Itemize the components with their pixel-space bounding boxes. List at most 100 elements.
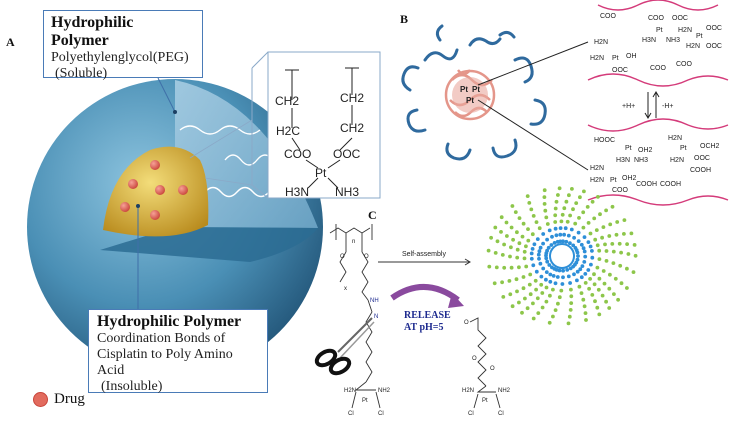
- micelle-dot: [539, 282, 544, 287]
- micelle-dot: [568, 213, 572, 218]
- micelle-dot: [511, 237, 515, 242]
- ch2-label: CH2: [340, 121, 364, 135]
- micelle-dot: [558, 232, 563, 237]
- micelle-dot: [547, 263, 552, 267]
- nh2-label: NH2: [498, 388, 511, 394]
- micelle-dot: [579, 291, 584, 295]
- top-label-box: Hydrophilic Polymer Polyethylenglycol(PE…: [43, 10, 203, 81]
- zoom-line: [477, 99, 589, 171]
- pt-label: Pt: [362, 398, 368, 404]
- micelle-dot: [544, 299, 549, 304]
- micelle-dot: [578, 267, 583, 272]
- release-label: AT pH=5: [404, 322, 444, 333]
- micelle-dot: [566, 233, 571, 238]
- micelle-dot: [531, 263, 536, 268]
- micelle-dot: [529, 207, 534, 212]
- micelle-dot: [509, 245, 513, 250]
- micelle-dot: [568, 266, 573, 271]
- micelle-dot: [626, 252, 631, 256]
- self-assembly-label: Self-assembly: [402, 251, 446, 258]
- micelle-dot: [559, 219, 564, 224]
- micelle-dot: [598, 212, 602, 217]
- micelle-dot: [507, 279, 512, 283]
- micelle-dot: [607, 286, 612, 291]
- micelle-dot: [540, 291, 545, 295]
- micelle-dot: [536, 311, 541, 315]
- micelle-dot: [515, 230, 519, 235]
- micelle-dot: [517, 300, 521, 305]
- micelle-dot: [540, 305, 545, 310]
- pt-label: Pt: [482, 398, 488, 404]
- micelle-dot: [556, 193, 560, 197]
- micelle-dot: [551, 314, 555, 319]
- micelle-dot: [533, 278, 538, 283]
- micelle-dot: [544, 215, 549, 220]
- micelle-dot: [502, 242, 506, 247]
- oh2-label: OH2: [638, 147, 653, 154]
- micelle-dot: [545, 259, 550, 264]
- top-label-line2: (Soluble): [55, 66, 108, 81]
- micelle-dot: [610, 242, 615, 246]
- micelle-dot: [582, 235, 587, 240]
- micelle-dot: [607, 306, 612, 310]
- micelle-dot: [604, 249, 609, 253]
- ooc-label: OOC: [333, 147, 361, 161]
- micelle-dot: [548, 293, 552, 298]
- top-label-pointer: [157, 77, 176, 113]
- micelle-dot: [631, 270, 636, 274]
- pt-label: Pt: [680, 145, 687, 152]
- drug-particle: [155, 185, 165, 195]
- micelle-dot: [525, 194, 530, 199]
- bottom-label-line3: (Insoluble): [101, 379, 163, 394]
- pt-label: Pt: [625, 145, 632, 152]
- micelle-dot: [559, 288, 564, 293]
- micelle-dot: [568, 281, 572, 285]
- micelle-dot: [575, 278, 579, 283]
- top-label-title: Hydrophilic Polymer: [51, 14, 134, 49]
- bottom-label-line2: Cisplatin to Poly Amino Acid: [97, 347, 233, 378]
- micelle-dot: [487, 264, 492, 269]
- micelle-dot: [572, 272, 576, 277]
- micelle-dot: [517, 265, 521, 270]
- micelle-dot: [553, 206, 558, 211]
- micelle-dot: [517, 241, 522, 246]
- top-label-dot: [173, 110, 177, 114]
- nh3-label: NH3: [634, 157, 648, 164]
- micelle-dot: [571, 243, 576, 248]
- micelle-dot: [592, 282, 597, 287]
- micelle-dot: [611, 249, 616, 254]
- oh2-label: OH2: [622, 175, 637, 182]
- cl-label: Cl: [468, 411, 474, 417]
- micelle-dot: [590, 199, 595, 204]
- micelle-dot: [554, 233, 559, 238]
- o-label: O: [340, 254, 345, 260]
- micelle-dot: [552, 241, 557, 245]
- micelle-dot: [622, 232, 626, 236]
- micelle-dot: [569, 301, 574, 305]
- h2n-label: H2N: [668, 135, 682, 142]
- micelle-dot: [567, 314, 572, 319]
- micelle-dot: [520, 310, 524, 315]
- micelle-dot: [560, 212, 565, 217]
- micelle-dot: [596, 195, 600, 199]
- micelle-dot: [541, 266, 546, 271]
- micelle-dot: [524, 244, 528, 249]
- micelle-dot: [600, 293, 605, 298]
- core-pt-label: Pt: [466, 96, 474, 105]
- micelle-dot: [529, 256, 534, 261]
- micelle-dot: [592, 272, 596, 277]
- micelle-dot: [542, 202, 547, 206]
- micelle-dot: [604, 208, 608, 213]
- oh-label: OH: [626, 53, 637, 60]
- micelle-dot: [629, 231, 634, 236]
- micelle-dot: [534, 220, 539, 225]
- micelle-dot: [489, 235, 493, 240]
- peg-chain: [179, 125, 261, 135]
- nh3-label: NH3: [666, 37, 680, 44]
- micelle-dot: [524, 264, 529, 269]
- zoom-line: [251, 184, 269, 199]
- o-label: O: [464, 320, 469, 326]
- micelle-dot: [554, 199, 559, 204]
- structure-box: [267, 51, 381, 199]
